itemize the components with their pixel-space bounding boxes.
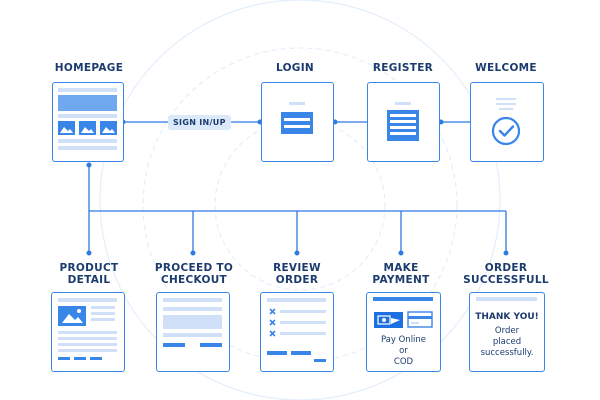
label-line: SUCCESSFULL [463,274,549,286]
checkout-wireframe [163,298,222,347]
make-payment-card[interactable]: Pay Online or COD [366,292,441,372]
label-checkout: PROCEED TO CHECKOUT [141,262,247,286]
label-line: PAYMENT [372,274,430,286]
order-successfull-card[interactable]: THANK YOU! Order placed successfully. [469,292,545,372]
payment-line-3: COD [393,357,414,367]
login-form-icon [281,102,313,134]
homepage-wireframe [58,88,117,150]
register-card[interactable] [367,82,440,162]
welcome-check-icon [491,98,521,146]
label-line: ORDER [484,262,528,274]
label-order-successfull: ORDER SUCCESSFULL [451,262,561,286]
label-line: PRODUCT [59,262,119,274]
register-form-icon [387,102,419,141]
connector-dot [86,250,92,256]
label-review-order: REVIEW ORDER [247,262,347,286]
success-line-1: Order [494,326,520,336]
label-make-payment: MAKE PAYMENT [351,262,451,286]
bg-ring-outer [99,0,501,400]
payment-line-2: or [399,346,408,356]
success-line-3: successfully. [480,348,534,358]
product-wireframe [58,298,117,360]
success-header-bar [476,297,537,301]
success-line-2: placed [492,337,522,347]
payment-line-1: Pay Online [380,335,427,345]
connector-dot [190,250,196,256]
welcome-card[interactable] [470,82,544,162]
connector-dot [294,250,300,256]
label-line: PROCEED TO [154,262,234,274]
connector-dot [398,250,404,256]
label-line: REVIEW [273,262,321,274]
label-product-detail: PRODUCT DETAIL [39,262,139,286]
review-checklist [267,298,326,362]
label-homepage: HOMEPAGE [54,62,124,74]
connector-dot [503,250,509,256]
homepage-card[interactable] [52,82,124,162]
product-detail-card[interactable] [51,292,125,372]
thank-you-heading: THANK YOU! [475,312,539,322]
label-line: MAKE [383,262,419,274]
review-order-card[interactable] [260,292,334,372]
label-line: DETAIL [67,274,111,286]
label-register: REGISTER [372,62,434,74]
payment-wireframe [373,297,433,328]
label-welcome: WELCOME [475,62,537,74]
checkout-card[interactable] [156,292,230,372]
label-line: ORDER [275,274,319,286]
label-login: LOGIN [275,62,315,74]
login-card[interactable] [261,82,334,162]
label-line: CHECKOUT [160,274,228,286]
sign-in-up-pill: SIGN IN/UP [168,115,231,130]
connector-dot [86,162,92,168]
